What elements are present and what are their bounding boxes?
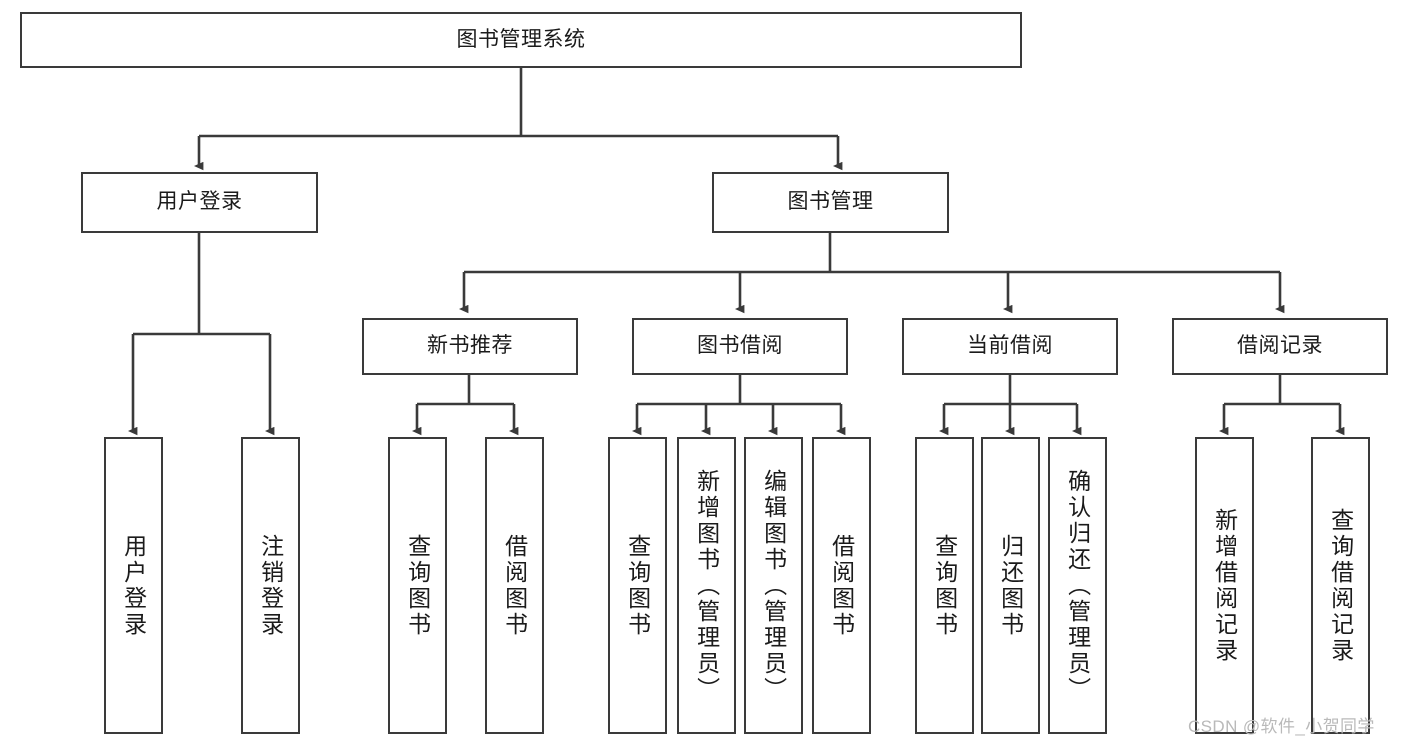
node-new-book-rec-label: 新书推荐	[427, 334, 513, 358]
node-leaf-user-logout[interactable]: 注销登录	[241, 437, 300, 734]
node-book-borrow-label: 图书借阅	[697, 334, 783, 358]
node-leaf-borrow-book-1-label: 借阅图书	[501, 533, 528, 638]
node-leaf-add-book[interactable]: 新增图书（管理员）	[677, 437, 736, 734]
node-leaf-borrow-book-2-label: 借阅图书	[828, 533, 855, 638]
node-user-login-label: 用户登录	[156, 190, 243, 214]
node-leaf-borrow-book-2[interactable]: 借阅图书	[812, 437, 871, 734]
node-book-borrow[interactable]: 图书借阅	[632, 318, 848, 375]
node-leaf-query-book-2[interactable]: 查询图书	[608, 437, 667, 734]
node-leaf-query-book-1[interactable]: 查询图书	[388, 437, 447, 734]
node-leaf-edit-book-label: 编辑图书（管理员）	[760, 468, 787, 703]
node-leaf-edit-book[interactable]: 编辑图书（管理员）	[744, 437, 803, 734]
node-leaf-add-record[interactable]: 新增借阅记录	[1195, 437, 1254, 734]
node-leaf-query-book-2-label: 查询图书	[624, 533, 651, 638]
node-leaf-query-record-label: 查询借阅记录	[1327, 507, 1354, 664]
node-leaf-confirm-return[interactable]: 确认归还（管理员）	[1048, 437, 1107, 734]
node-borrow-record[interactable]: 借阅记录	[1172, 318, 1388, 375]
node-leaf-query-book-1-label: 查询图书	[404, 533, 431, 638]
node-book-manage[interactable]: 图书管理	[712, 172, 949, 233]
node-current-borrow-label: 当前借阅	[967, 334, 1053, 358]
node-leaf-user-login[interactable]: 用户登录	[104, 437, 163, 734]
node-root-label: 图书管理系统	[456, 27, 586, 51]
node-leaf-user-login-label: 用户登录	[120, 533, 147, 638]
node-leaf-query-book-3-label: 查询图书	[931, 533, 958, 638]
node-leaf-confirm-return-label: 确认归还（管理员）	[1064, 468, 1091, 703]
node-leaf-add-record-label: 新增借阅记录	[1211, 507, 1238, 664]
node-leaf-query-book-3[interactable]: 查询图书	[915, 437, 974, 734]
node-leaf-query-record[interactable]: 查询借阅记录	[1311, 437, 1370, 734]
node-root[interactable]: 图书管理系统	[20, 12, 1022, 68]
node-new-book-rec[interactable]: 新书推荐	[362, 318, 578, 375]
node-leaf-return-book-label: 归还图书	[997, 533, 1024, 638]
node-current-borrow[interactable]: 当前借阅	[902, 318, 1118, 375]
node-leaf-return-book[interactable]: 归还图书	[981, 437, 1040, 734]
node-user-login[interactable]: 用户登录	[81, 172, 318, 233]
watermark: CSDN @软件_小贺同学	[1188, 717, 1375, 736]
node-leaf-borrow-book-1[interactable]: 借阅图书	[485, 437, 544, 734]
node-book-manage-label: 图书管理	[787, 190, 874, 214]
node-leaf-add-book-label: 新增图书（管理员）	[693, 468, 720, 703]
node-leaf-user-logout-label: 注销登录	[257, 533, 284, 638]
node-borrow-record-label: 借阅记录	[1237, 334, 1323, 358]
